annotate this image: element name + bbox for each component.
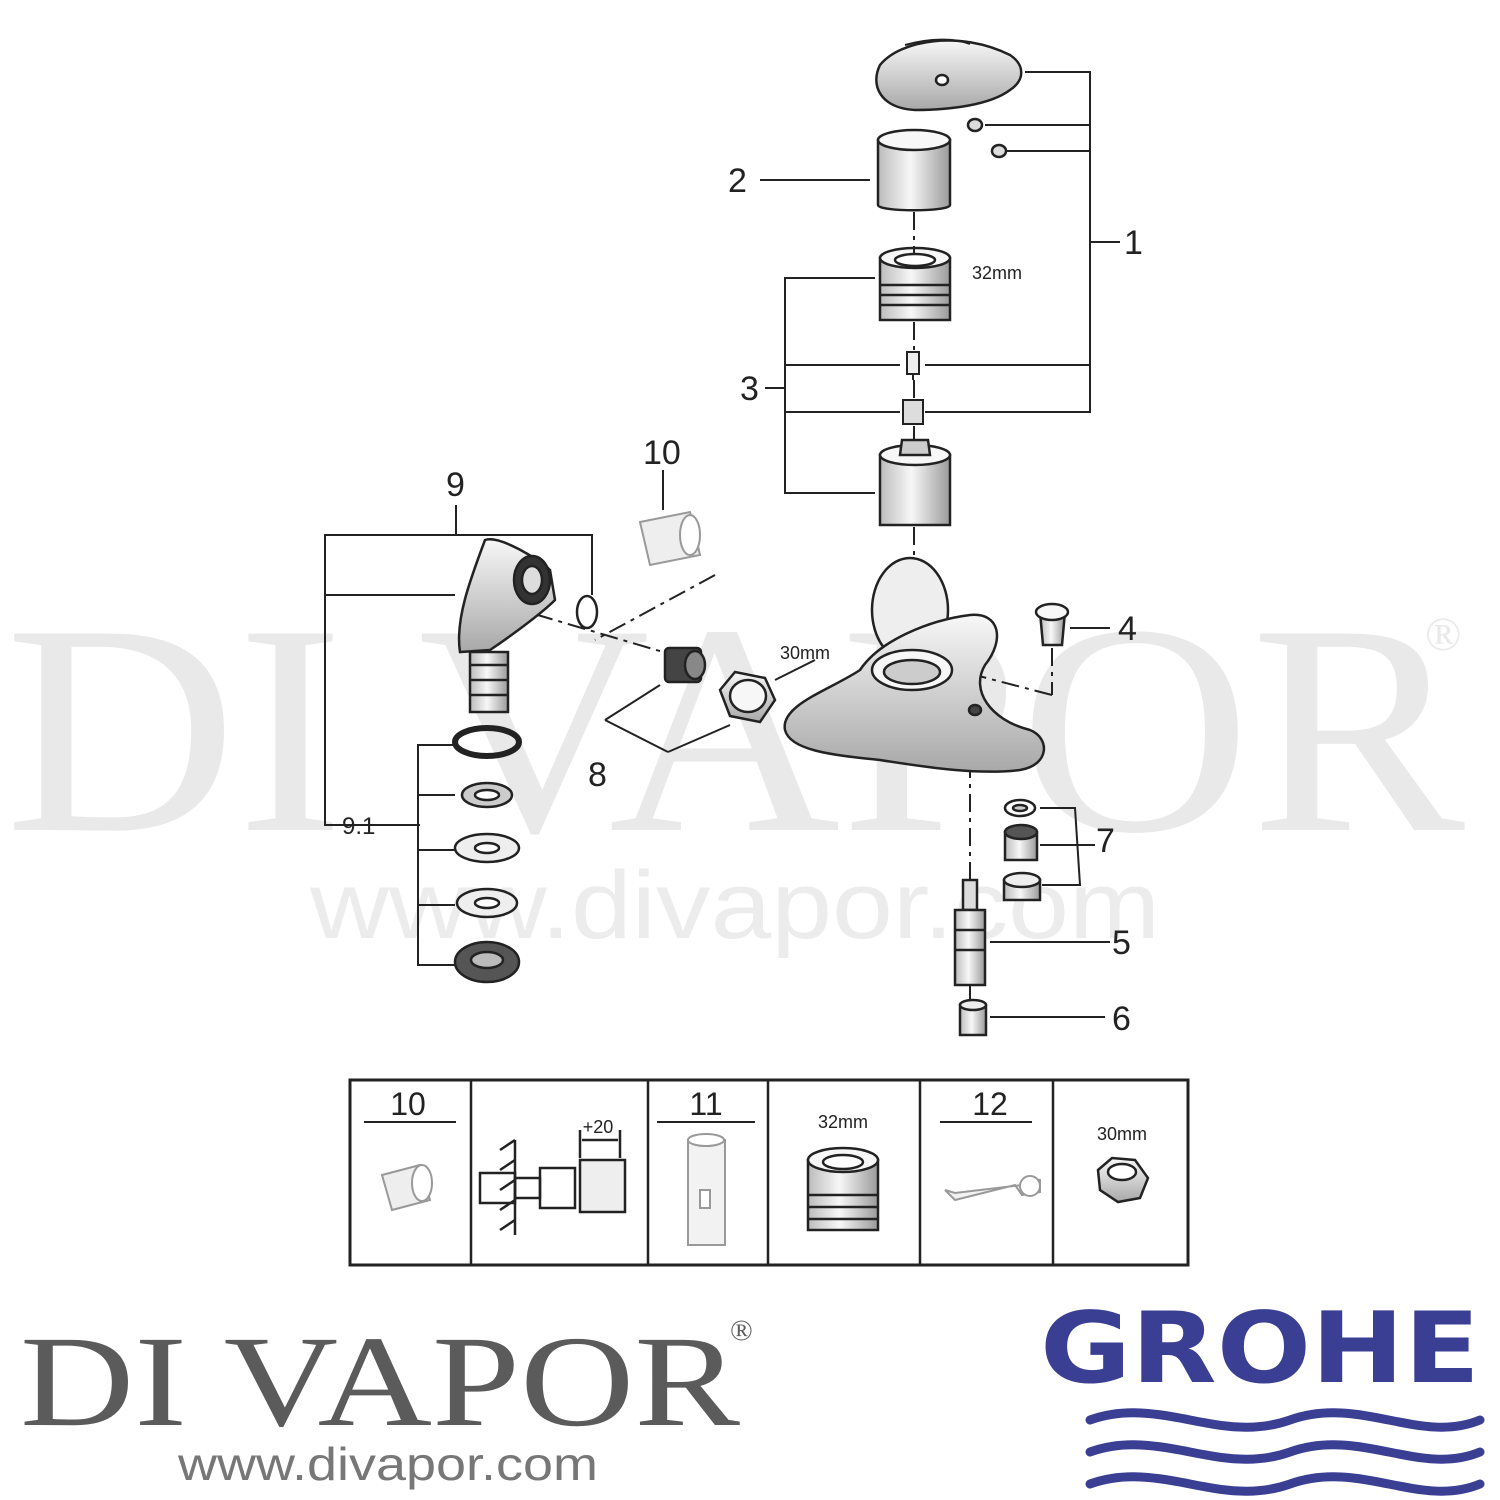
spanner-sleeve-icon	[687, 1133, 726, 1246]
lever-handle	[875, 38, 1023, 159]
wrench-icon	[944, 1175, 1041, 1202]
callout-6: 6	[1112, 1000, 1131, 1038]
callout-8: 8	[588, 756, 607, 794]
watermark: DI VAPOR ® www.divapor.com	[5, 563, 1467, 959]
diverter-spindle	[953, 878, 987, 987]
divapor-logo: DI VAPOR ® www.divapor.com	[20, 1310, 753, 1490]
grohe-logo-text: GROHE	[1040, 1292, 1480, 1406]
extension-part	[638, 510, 702, 567]
cartridge	[878, 438, 952, 527]
callout-9-1: 9.1	[342, 813, 375, 840]
tools-label-plus20: +20	[583, 1117, 614, 1137]
callout-5: 5	[1112, 924, 1131, 962]
callout-labels: 1 2 3 4 5 6 7 8 9 9.1 10 32mm 30mm	[342, 162, 1143, 1038]
tools-label-12: 12	[972, 1086, 1008, 1122]
callout-7: 7	[1096, 822, 1115, 860]
tools-label-11: 11	[689, 1086, 722, 1122]
watermark-reg: ®	[1425, 608, 1461, 661]
divapor-logo-url: www.divapor.com	[177, 1438, 598, 1490]
aerator-set	[1002, 798, 1042, 902]
adaptor	[902, 399, 924, 425]
blanking-cap	[1034, 602, 1070, 647]
nozzle-insert	[958, 998, 988, 1037]
callout-4: 4	[1118, 610, 1137, 648]
dimension-32mm: 32mm	[972, 263, 1022, 283]
callout-9: 9	[446, 466, 465, 504]
grohe-logo: GROHE	[1040, 1292, 1485, 1496]
tools-label-32mm: 32mm	[818, 1112, 868, 1132]
tools-label-30mm: 30mm	[1097, 1124, 1147, 1144]
callout-3: 3	[740, 370, 759, 408]
dimension-30mm: 30mm	[780, 643, 830, 663]
callout-2: 2	[728, 162, 747, 200]
leader-lines	[324, 71, 1120, 1018]
cartridge-nut	[878, 246, 952, 322]
screw	[906, 351, 920, 380]
extension-icon	[380, 1163, 433, 1212]
wall-bracket	[457, 538, 599, 714]
callout-1: 1	[1124, 224, 1143, 262]
watermark-text: DI VAPOR	[5, 563, 1467, 895]
seal-set	[452, 725, 522, 984]
mixer-body	[783, 556, 1046, 773]
cap-sleeve	[876, 128, 952, 212]
connector-nipple	[663, 646, 707, 684]
divapor-logo-reg: ®	[730, 1314, 753, 1347]
union-nut	[718, 670, 777, 724]
grohe-waves	[1085, 1408, 1485, 1496]
tools-table: 10 +20 11	[348, 1078, 1190, 1267]
nut-32mm-icon	[806, 1146, 880, 1232]
extension-dimension-icon	[478, 1130, 627, 1235]
divapor-logo-text: DI VAPOR	[20, 1310, 740, 1454]
nut-30mm-icon	[1096, 1156, 1150, 1204]
tools-label-10: 10	[390, 1086, 426, 1122]
callout-10: 10	[643, 434, 681, 472]
